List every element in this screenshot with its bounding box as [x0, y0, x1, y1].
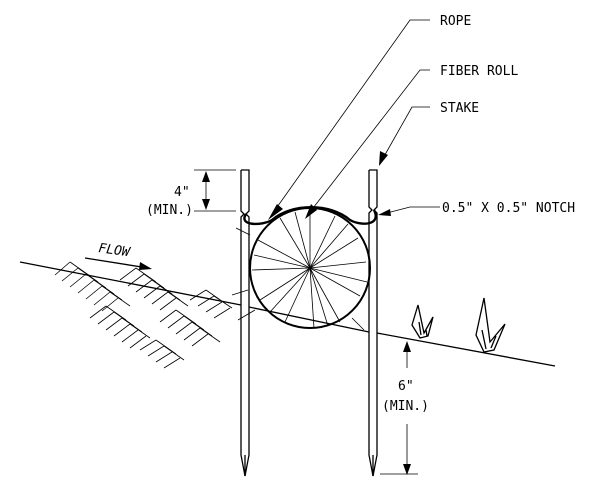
- flow-indicator: FLOW: [84, 241, 152, 270]
- ground-profile: [19, 261, 556, 367]
- grass-tuft-2: [475, 297, 506, 353]
- fiber-roll-label: FIBER ROLL: [440, 64, 518, 79]
- earth-hatch: [54, 261, 233, 369]
- dim-top-value: 4": [174, 185, 190, 200]
- stake-label: STAKE: [440, 101, 479, 116]
- dim-top-note: (MIN.): [146, 203, 193, 218]
- notch-leader: [382, 206, 440, 215]
- left-stake-outline: [240, 169, 250, 477]
- right-stake: [368, 169, 378, 477]
- notch-label: 0.5" X 0.5" NOTCH: [442, 201, 575, 216]
- flow-arrow-head: [139, 262, 152, 270]
- dim-top-arrow-down: [202, 199, 210, 210]
- vegetation: [411, 297, 506, 353]
- flow-arrow-shaft: [84, 257, 149, 269]
- stake-leader-arrow: [379, 151, 388, 166]
- dim-bottom-arrow-up: [403, 341, 411, 352]
- rope: [243, 206, 377, 226]
- fiber-roll: [231, 207, 371, 331]
- flow-label: FLOW: [97, 241, 131, 260]
- right-stake-outline: [368, 169, 378, 477]
- rope-leader-arrow: [268, 204, 283, 220]
- dim-top-arrow-up: [202, 171, 210, 182]
- ground-line-upslope: [19, 261, 242, 306]
- dimension-top: 4" (MIN.): [146, 169, 236, 218]
- dim-bottom-value: 6": [398, 379, 414, 394]
- rope-label: ROPE: [440, 14, 471, 29]
- fiber-roll-strands: [231, 211, 368, 331]
- ground-line-downslope: [376, 332, 556, 367]
- dim-bottom-arrow-down: [403, 464, 411, 475]
- grass-tuft-1: [411, 304, 434, 339]
- left-stake: [240, 169, 250, 477]
- rope-leader: [274, 19, 430, 211]
- stake-leader: [381, 106, 430, 161]
- rope-line: [243, 206, 377, 226]
- dimension-bottom: 6" (MIN.): [380, 341, 429, 475]
- notch-leader-arrow: [378, 209, 391, 216]
- callout-leaders: ROPE FIBER ROLL STAKE 0.5" X 0.5" NOTCH: [268, 14, 575, 220]
- dim-bottom-note: (MIN.): [382, 399, 429, 414]
- fiber-roll-leader: [309, 69, 430, 213]
